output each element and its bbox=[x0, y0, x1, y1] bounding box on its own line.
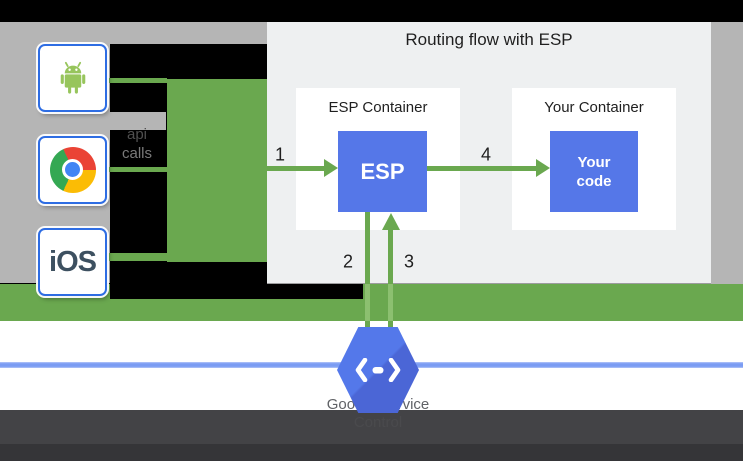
your-container-label: Your Container bbox=[544, 99, 644, 116]
step-1-label: 1 bbox=[274, 144, 286, 165]
esp-box: ESP bbox=[338, 131, 427, 212]
your-code-label-line1: Your bbox=[577, 153, 611, 171]
api-calls-label-patch bbox=[108, 112, 166, 130]
android-device-box bbox=[38, 44, 107, 112]
ios-label: iOS bbox=[49, 245, 97, 278]
arrow-4-head bbox=[536, 159, 550, 177]
api-calls-label-line2: calls bbox=[121, 145, 152, 162]
step-4-label: 4 bbox=[480, 144, 492, 165]
code-brackets-glyph bbox=[355, 358, 401, 382]
chrome-device-box bbox=[38, 136, 107, 204]
your-code-label-line2: code bbox=[576, 172, 612, 190]
esp-box-label: ESP bbox=[360, 158, 405, 184]
panel-title: Routing flow with ESP bbox=[405, 30, 573, 49]
bottom-dark-bar bbox=[0, 410, 743, 461]
arrow-4-line bbox=[427, 166, 536, 171]
green-backbone bbox=[167, 79, 267, 262]
step-2-label: 2 bbox=[342, 251, 354, 272]
arrow-2-line bbox=[365, 212, 370, 327]
gray-right-strip bbox=[711, 22, 743, 284]
android-connector-line bbox=[107, 78, 167, 83]
arrow-3-head bbox=[382, 213, 400, 230]
arrow-3-line bbox=[388, 230, 393, 327]
arrow-3-line-overband bbox=[388, 284, 393, 321]
arrow-1-head bbox=[324, 159, 338, 177]
ios-device-box: iOS bbox=[38, 228, 107, 296]
api-calls-label-line1: api bbox=[126, 126, 148, 143]
arrow-2-line-overband bbox=[365, 284, 370, 321]
black-notch bbox=[110, 284, 363, 299]
ios-connector-line bbox=[107, 253, 167, 261]
esp-container-label: ESP Container bbox=[328, 99, 428, 116]
chrome-connector-line bbox=[107, 167, 167, 172]
arrow-1-line bbox=[267, 166, 324, 171]
android-icon bbox=[60, 61, 85, 94]
chrome-icon-center bbox=[61, 159, 83, 180]
chrome-icon bbox=[49, 147, 96, 193]
step-3-label: 3 bbox=[403, 251, 415, 272]
your-code-box: Your code bbox=[550, 131, 638, 212]
